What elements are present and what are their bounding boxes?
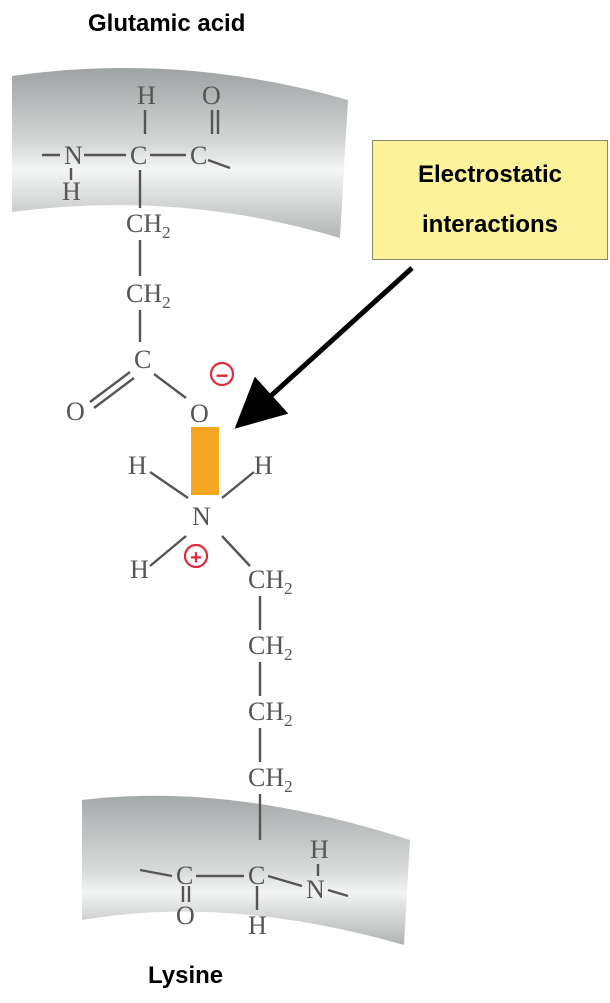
atom-h-amide-top: H xyxy=(62,177,81,206)
negative-charge-ring xyxy=(209,361,235,387)
atom-o-carboxyl-double: O xyxy=(66,397,85,426)
atom-n-top: N xyxy=(64,141,83,170)
atom-ch2-lys-4: CH2 xyxy=(248,763,293,796)
positive-charge-ring xyxy=(183,543,209,569)
atom-h-ammonium-right: H xyxy=(254,451,273,480)
lysine-side-chain: CH2 CH2 CH2 CH2 xyxy=(248,565,293,796)
atom-o-carbonyl-bottom: O xyxy=(176,901,195,930)
atom-h-ammonium-bottom: H xyxy=(130,555,149,584)
glutamic-acid-title: Glutamic acid xyxy=(88,10,246,37)
atom-n-ammonium: N xyxy=(192,502,211,531)
atom-ch2-glu-2: CH2 xyxy=(126,279,171,312)
atom-h-alpha-bottom: H xyxy=(248,911,267,940)
atom-c-carbonyl-bottom: C xyxy=(176,861,193,890)
atom-ch2-glu-1: CH2 xyxy=(126,209,171,242)
callout-line-1: Electrostatic xyxy=(417,161,563,188)
bottom-backbone-band xyxy=(82,795,410,945)
atom-ch2-lys-1: CH2 xyxy=(248,565,293,598)
glutamic-acid-bonds xyxy=(42,110,231,409)
atom-h-ammonium-left: H xyxy=(128,451,147,480)
lysine-backbone-bonds xyxy=(139,864,349,910)
lysine-title: Lysine xyxy=(148,962,224,989)
lysine-backbone: C C N H O H xyxy=(176,835,329,940)
callout-line-2: interactions xyxy=(421,211,559,238)
atom-ch2-lys-3: CH2 xyxy=(248,697,293,730)
atom-c-alpha-top: C xyxy=(130,141,147,170)
atom-ch2-lys-2: CH2 xyxy=(248,631,293,664)
atom-c-carbonyl-top: C xyxy=(190,141,207,170)
ammonium-bonds xyxy=(149,471,255,567)
glutamic-acid-structure: H O N C C H CH2 CH2 C O O xyxy=(62,81,221,428)
atom-o-carbonyl-top: O xyxy=(202,81,221,110)
lysine-ammonium: H H N H xyxy=(128,451,273,584)
callout-arrow xyxy=(234,266,414,429)
negative-charge-sign: − xyxy=(216,363,229,388)
atom-c-carboxyl: C xyxy=(134,345,151,374)
atom-h-amide-bottom: H xyxy=(310,835,329,864)
atom-c-alpha-bottom: C xyxy=(248,861,265,890)
positive-charge-sign: + xyxy=(190,547,202,569)
atom-h-alpha-top: H xyxy=(137,81,156,110)
electrostatic-bond-highlight xyxy=(191,427,219,495)
top-backbone-band xyxy=(12,68,348,238)
electrostatic-callout-box: Electrostatic interactions xyxy=(372,140,608,260)
atom-o-carboxylate: O xyxy=(190,399,209,428)
atom-n-bottom: N xyxy=(306,875,325,904)
